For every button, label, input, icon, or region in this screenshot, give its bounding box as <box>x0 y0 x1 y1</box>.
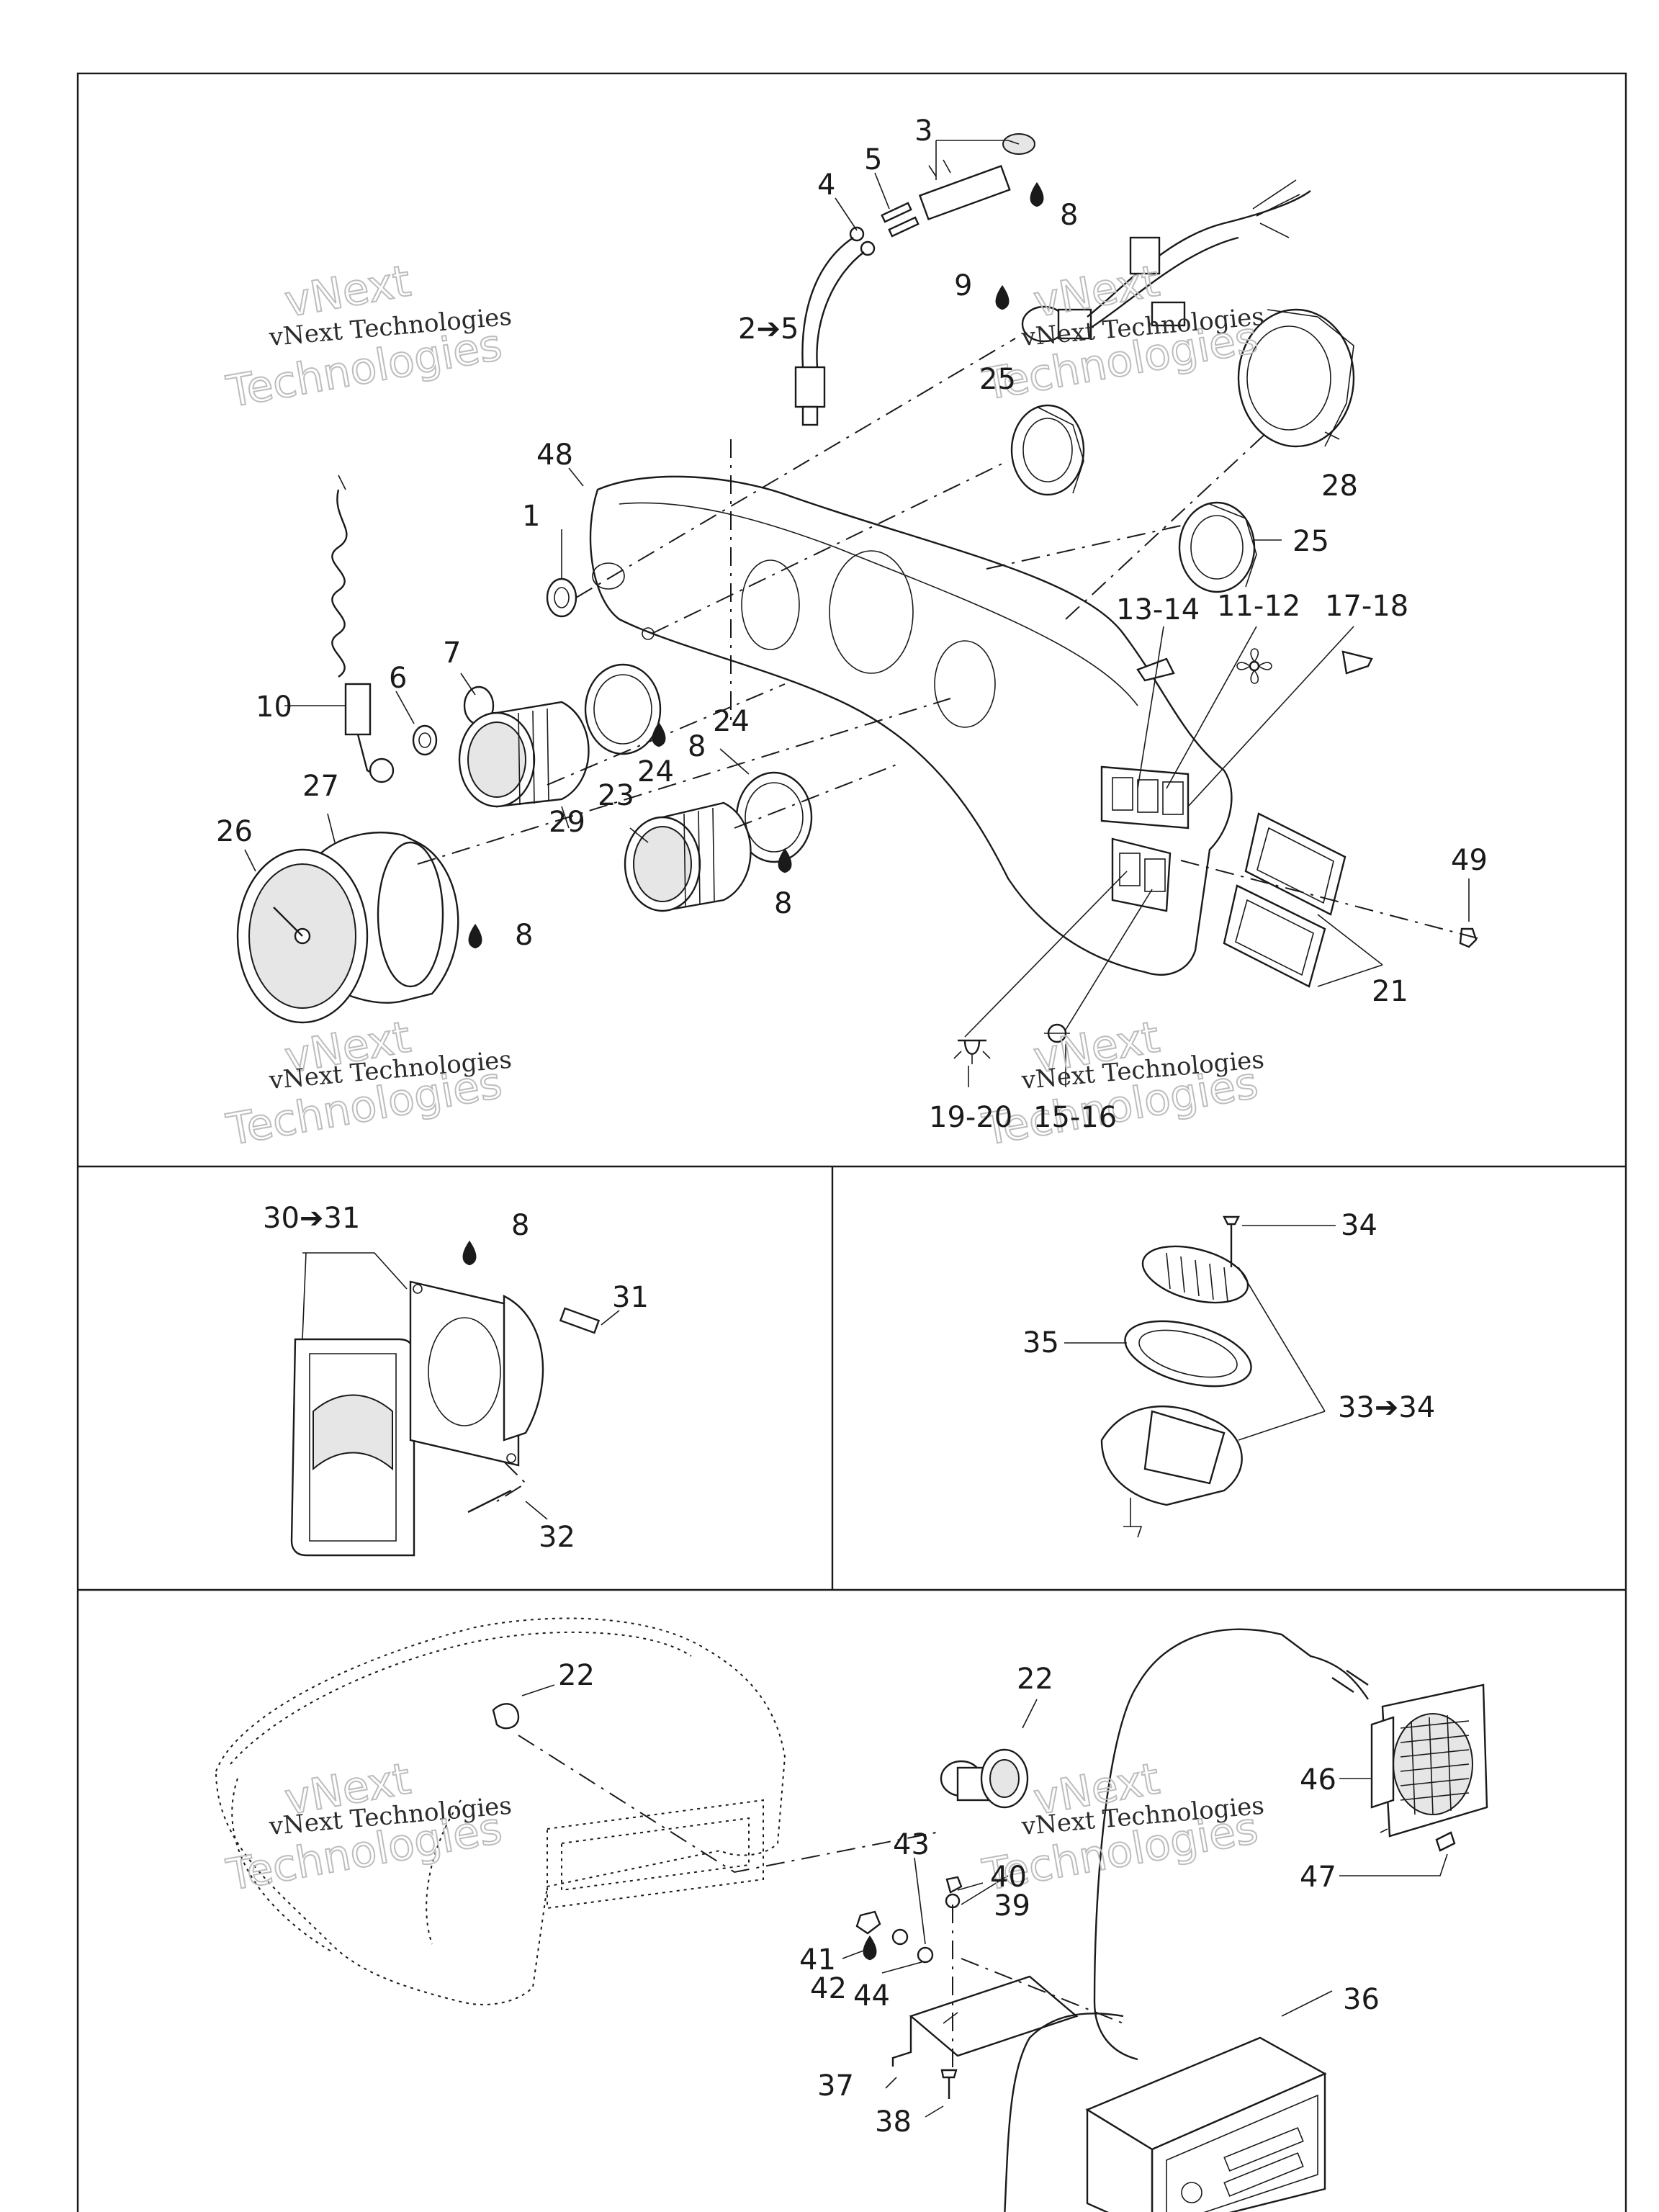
nut-49 <box>1459 927 1478 948</box>
callout-39: 39 <box>994 1889 1030 1923</box>
callout-7: 7 <box>443 637 461 670</box>
callout-38: 38 <box>875 2105 912 2139</box>
callout-42: 42 <box>810 1972 847 2005</box>
speaker <box>1370 1683 1488 1838</box>
callout-1: 1 <box>522 500 540 533</box>
callout-48: 48 <box>536 439 573 472</box>
watermark-mid-left: vNext vNext Technologies Technologies <box>222 1011 513 1156</box>
callout-15-16: 15-16 <box>1033 1101 1117 1134</box>
callout-44: 44 <box>853 1979 890 2013</box>
callout-34: 34 <box>1341 1209 1377 1242</box>
callout-33-to-34: 33➔34 <box>1338 1391 1435 1424</box>
ignition-switch-assembly <box>1021 179 1311 343</box>
callout-24-upper: 24 <box>637 755 674 788</box>
callout-19-20: 19-20 <box>929 1101 1012 1134</box>
callout-26: 26 <box>216 815 253 848</box>
toggle-switch <box>794 237 865 426</box>
callout-41: 41 <box>799 1943 836 1977</box>
gasket-upper <box>584 663 662 755</box>
callout-21: 21 <box>1372 975 1408 1008</box>
callout-4: 4 <box>817 168 835 202</box>
horn-icon <box>1341 650 1373 675</box>
callout-8: 8 <box>1060 199 1078 232</box>
small-hardware <box>849 202 920 256</box>
callout-43: 43 <box>893 1828 930 1861</box>
callout-28: 28 <box>1321 469 1358 503</box>
middle-left-drawing <box>290 1252 620 1557</box>
watermark-top-left: vNext vNext Technologies Technologies <box>222 255 513 418</box>
switch-cluster-upper <box>1100 765 1190 830</box>
connector-assembly <box>918 133 1035 221</box>
callout-17-18: 17-18 <box>1325 590 1408 623</box>
seal-ring-1 <box>546 577 577 618</box>
callout-11-12: 11-12 <box>1217 590 1300 623</box>
bulb-icon <box>1044 1023 1070 1043</box>
bezel-ring-upper <box>1010 404 1085 496</box>
trim-icon <box>1136 657 1175 682</box>
drop-icons <box>462 181 1044 1961</box>
callout-5: 5 <box>864 143 882 176</box>
callout-32: 32 <box>539 1521 575 1554</box>
middle-right-drawing <box>1064 1215 1336 1538</box>
callout-27: 27 <box>302 770 339 803</box>
callout-23: 23 <box>598 779 634 812</box>
callout-37: 37 <box>817 2069 854 2103</box>
callout-40: 40 <box>990 1861 1027 1894</box>
large-bezel-ring <box>1237 308 1355 448</box>
callout-46: 46 <box>1300 1763 1336 1797</box>
gauge-23 <box>624 801 752 912</box>
top-panel-drawing <box>236 133 1484 1087</box>
radio-unit <box>1085 2036 1327 2212</box>
callout-8-bezel: 8 <box>511 1209 529 1242</box>
callout-22-socket: 22 <box>1017 1663 1053 1696</box>
callout-22-clip: 22 <box>558 1659 595 1692</box>
callout-10: 10 <box>256 691 292 724</box>
watermark-mid-right: vNext vNext Technologies Technologies <box>978 1011 1265 1156</box>
callout-8-upper: 8 <box>688 730 706 763</box>
callout-3: 3 <box>914 114 932 148</box>
callouts-bottom: 22 22 46 47 43 40 39 41 42 44 36 37 38 <box>558 1659 1380 2139</box>
callout-9: 9 <box>954 269 972 302</box>
bottom-drawing <box>215 1617 1488 2212</box>
callout-29: 29 <box>549 806 585 839</box>
callout-31: 31 <box>612 1281 649 1314</box>
light-icon <box>953 1039 991 1064</box>
callouts-middle-left: 30➔31 8 31 32 <box>263 1202 649 1554</box>
decal-plates <box>1223 812 1346 988</box>
safety-lanyard <box>331 475 395 783</box>
watermark-bottom-left: vNext vNext Technologies Technologies <box>222 1753 513 1902</box>
gauge-29 <box>458 701 590 808</box>
bezel-ring-lower <box>1178 501 1257 593</box>
callout-6: 6 <box>389 662 407 695</box>
watermark-top-right: vNext vNext Technologies Technologies <box>978 255 1265 411</box>
seal-ring-6 <box>412 724 438 756</box>
callout-8-speedometer: 8 <box>515 919 533 952</box>
panel-frames <box>76 72 1627 2212</box>
fan-icon <box>1236 648 1272 684</box>
callouts-top: 3 5 4 8 9 2➔5 25 28 48 1 25 13-14 11-12 … <box>216 114 1488 1134</box>
callout-8-middle: 8 <box>774 887 792 920</box>
callout-25-lower: 25 <box>1292 525 1329 558</box>
callout-13-14: 13-14 <box>1116 593 1200 626</box>
switch-cluster-lower <box>1111 837 1172 912</box>
callout-24-lower: 24 <box>713 705 750 738</box>
callout-2-to-5: 2➔5 <box>738 313 799 346</box>
callout-49: 49 <box>1451 844 1488 877</box>
power-socket <box>940 1748 1029 1809</box>
callouts-middle-right: 34 35 33➔34 <box>1022 1209 1435 1424</box>
speedometer-gauge <box>236 832 459 1024</box>
callout-47: 47 <box>1300 1861 1336 1894</box>
callout-35: 35 <box>1022 1326 1059 1359</box>
callout-36: 36 <box>1343 1983 1380 2016</box>
callout-30-to-31: 30➔31 <box>263 1202 360 1235</box>
callout-25-upper: 25 <box>979 363 1016 396</box>
